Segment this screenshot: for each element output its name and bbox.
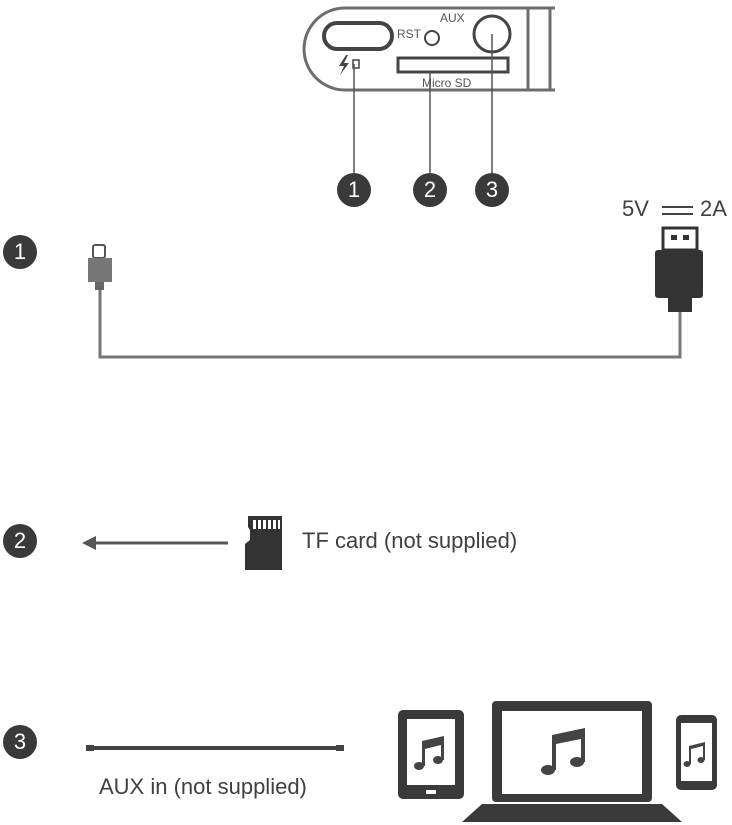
tf-card-label: TF card (not supplied) xyxy=(302,528,518,553)
aux-cable xyxy=(86,745,344,751)
reset-label: RST xyxy=(397,27,421,41)
lightning-icon xyxy=(339,55,349,75)
section-2-badge: 2 xyxy=(3,524,37,558)
music-note-icon xyxy=(541,728,585,775)
usb-c-plug-icon xyxy=(88,244,112,290)
aux-label: AUX xyxy=(440,11,465,25)
voltage-label: 5V xyxy=(622,196,649,221)
micro-sd-slot xyxy=(396,56,510,74)
laptop-icon xyxy=(462,701,682,822)
section-3-badge: 3 xyxy=(3,725,37,759)
section-1-badge: 1 xyxy=(3,235,37,269)
insert-arrow xyxy=(82,536,228,550)
music-note-icon xyxy=(683,742,705,767)
power-port xyxy=(322,21,394,51)
current-label: 2A xyxy=(700,196,727,221)
micro-sd-card-icon xyxy=(245,516,282,570)
callout-1: 1 xyxy=(337,173,371,207)
dc-symbol xyxy=(662,206,693,215)
music-note-icon xyxy=(414,736,444,770)
callout-3: 3 xyxy=(475,173,509,207)
aux-in-label: AUX in (not supplied) xyxy=(99,774,307,799)
power-cable xyxy=(98,290,682,359)
micro-sd-label: Micro SD xyxy=(422,76,472,90)
reset-hole xyxy=(424,30,440,46)
usb-a-plug-icon xyxy=(655,226,703,312)
callout-2: 2 xyxy=(413,173,447,207)
tablet-icon xyxy=(398,710,464,799)
phone-icon xyxy=(676,715,717,790)
leader-lines xyxy=(353,34,493,175)
